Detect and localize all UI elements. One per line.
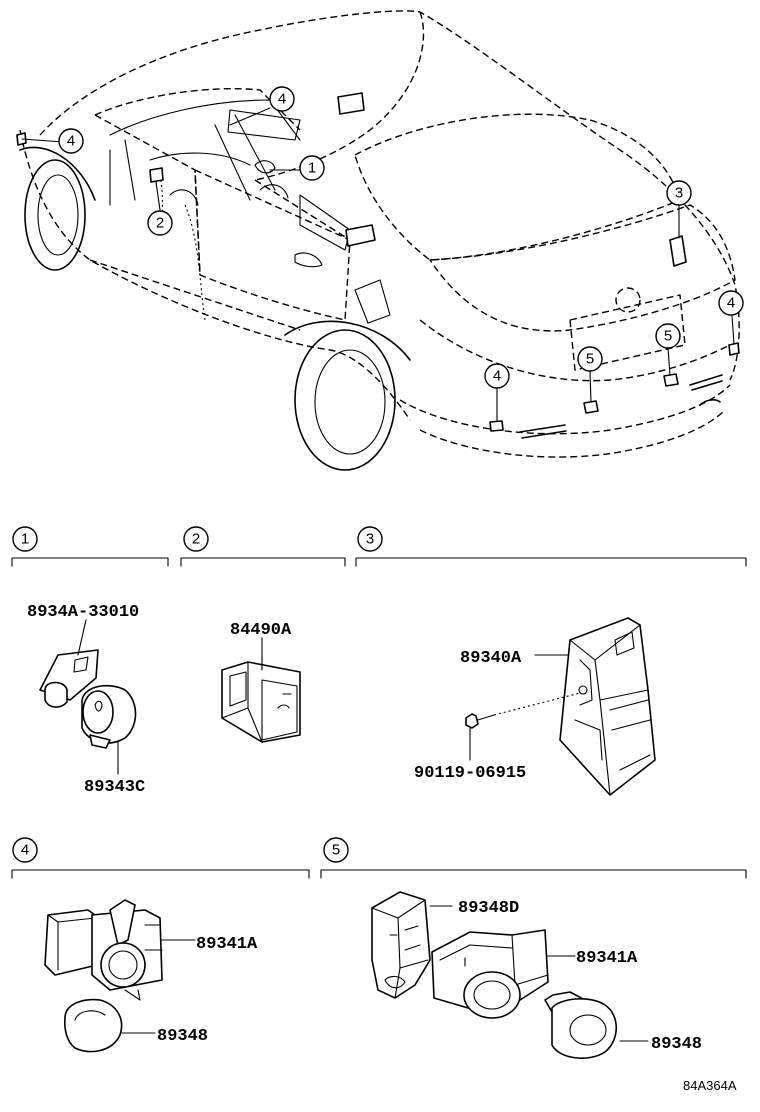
group-4-header: 4 [11,837,310,879]
group-3-header: 3 [355,526,747,567]
car-callout: 4 [58,128,84,154]
svg-text:4: 4 [21,842,29,859]
group-1-parts: 8934A-33010 89343C [27,603,145,797]
group-2-parts: 84490A [221,621,301,743]
group-1-header: 1 [11,526,169,567]
svg-text:4: 4 [67,133,75,150]
svg-text:1: 1 [308,160,316,177]
car-callout: 4 [269,86,295,112]
car-callout: 1 [299,155,325,181]
part-number: 90119-06915 [414,764,526,783]
car-callouts: 4 4 1 2 3 4 5 5 4 [58,86,744,389]
svg-text:4: 4 [493,368,501,385]
svg-text:1: 1 [21,531,29,548]
part-number: 89348 [157,1027,208,1046]
car-callout: 5 [577,346,603,372]
car-callout: 2 [147,210,173,236]
part-number: 89341A [576,949,638,968]
car-callout: 4 [718,290,744,316]
svg-text:3: 3 [366,531,374,548]
svg-text:3: 3 [675,185,683,202]
part-number: 89348 [651,1035,702,1054]
car-illustration [16,10,740,471]
group-headers: 1 2 3 4 5 [11,526,747,879]
group-3-parts: 89340A 90119-06915 [414,617,656,796]
svg-text:5: 5 [332,842,340,859]
part-number: 84490A [230,621,292,640]
car-callout: 5 [655,323,681,349]
svg-text:4: 4 [727,295,735,312]
figure-code: 84A364A [683,1078,737,1093]
part-number: 89348D [458,899,519,918]
part-number: 89341A [196,935,258,954]
svg-text:2: 2 [156,215,164,232]
group-2-header: 2 [180,526,346,567]
group-5-header: 5 [320,837,747,879]
car-callout: 4 [484,363,510,389]
svg-text:5: 5 [586,351,594,368]
part-number: 89340A [460,649,522,668]
group-4-parts: 89341A 89348 [44,899,258,1053]
part-number: 89343C [84,778,145,797]
part-number: 8934A-33010 [27,603,139,622]
group-5-parts: 89348D 89341A 89348 [371,891,702,1059]
svg-text:4: 4 [278,91,286,108]
svg-text:2: 2 [192,531,200,548]
svg-text:5: 5 [664,328,672,345]
car-callout: 3 [666,180,692,206]
